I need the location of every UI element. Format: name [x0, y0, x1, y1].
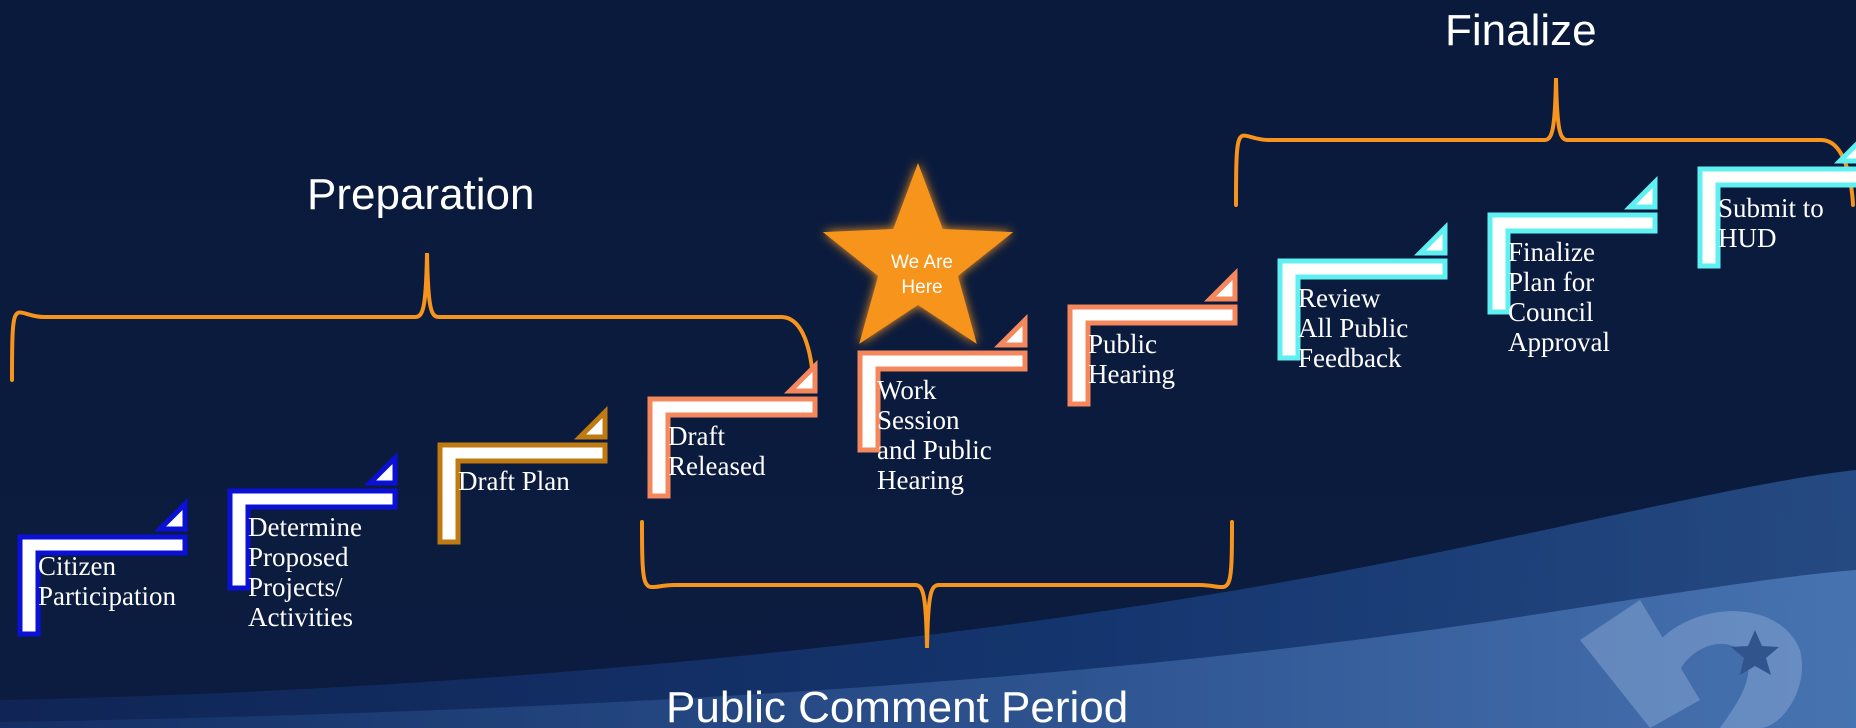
step-label-work-session: Work Session and Public Hearing — [877, 375, 992, 495]
phase-label-public-comment-period: Public Comment Period — [666, 683, 1129, 728]
step-marker-6 — [1277, 221, 1448, 361]
phase-label-preparation: Preparation — [307, 170, 535, 219]
star-icon — [822, 163, 1014, 344]
step-label-submit-to-hud: Submit to HUD — [1718, 193, 1824, 253]
step-marker-3 — [647, 359, 818, 499]
bracket-finalize — [1234, 77, 1855, 207]
step-label-citizen-participation: Citizen Participation — [38, 551, 176, 611]
step-label-determine-proposed-projects: Determine Proposed Projects/ Activities — [248, 512, 362, 632]
step-marker-8 — [1697, 141, 1856, 269]
star-label: We Are Here — [891, 252, 953, 298]
phase-label-finalize: Finalize — [1445, 6, 1597, 55]
step-label-draft-released: Draft Released — [668, 421, 766, 481]
step-marker-2 — [437, 405, 608, 545]
step-label-draft-plan: Draft Plan — [458, 466, 570, 496]
step-shapes — [17, 141, 1856, 637]
phase-brackets — [10, 77, 1855, 649]
watermark-logo — [1580, 600, 1802, 728]
we-are-here-star — [822, 163, 1014, 344]
bracket-preparation — [10, 252, 815, 382]
step-marker-4 — [857, 313, 1028, 453]
step-marker-7 — [1487, 175, 1658, 315]
step-marker-0 — [17, 497, 188, 637]
step-marker-1 — [227, 451, 398, 591]
step-label-public-hearing: Public Hearing — [1088, 329, 1175, 389]
step-marker-5 — [1067, 267, 1238, 407]
step-label-finalize-plan: Finalize Plan for Council Approval — [1508, 237, 1610, 357]
bracket-public-comment — [640, 520, 1234, 649]
step-label-review-feedback: Review All Public Feedback — [1298, 283, 1409, 373]
